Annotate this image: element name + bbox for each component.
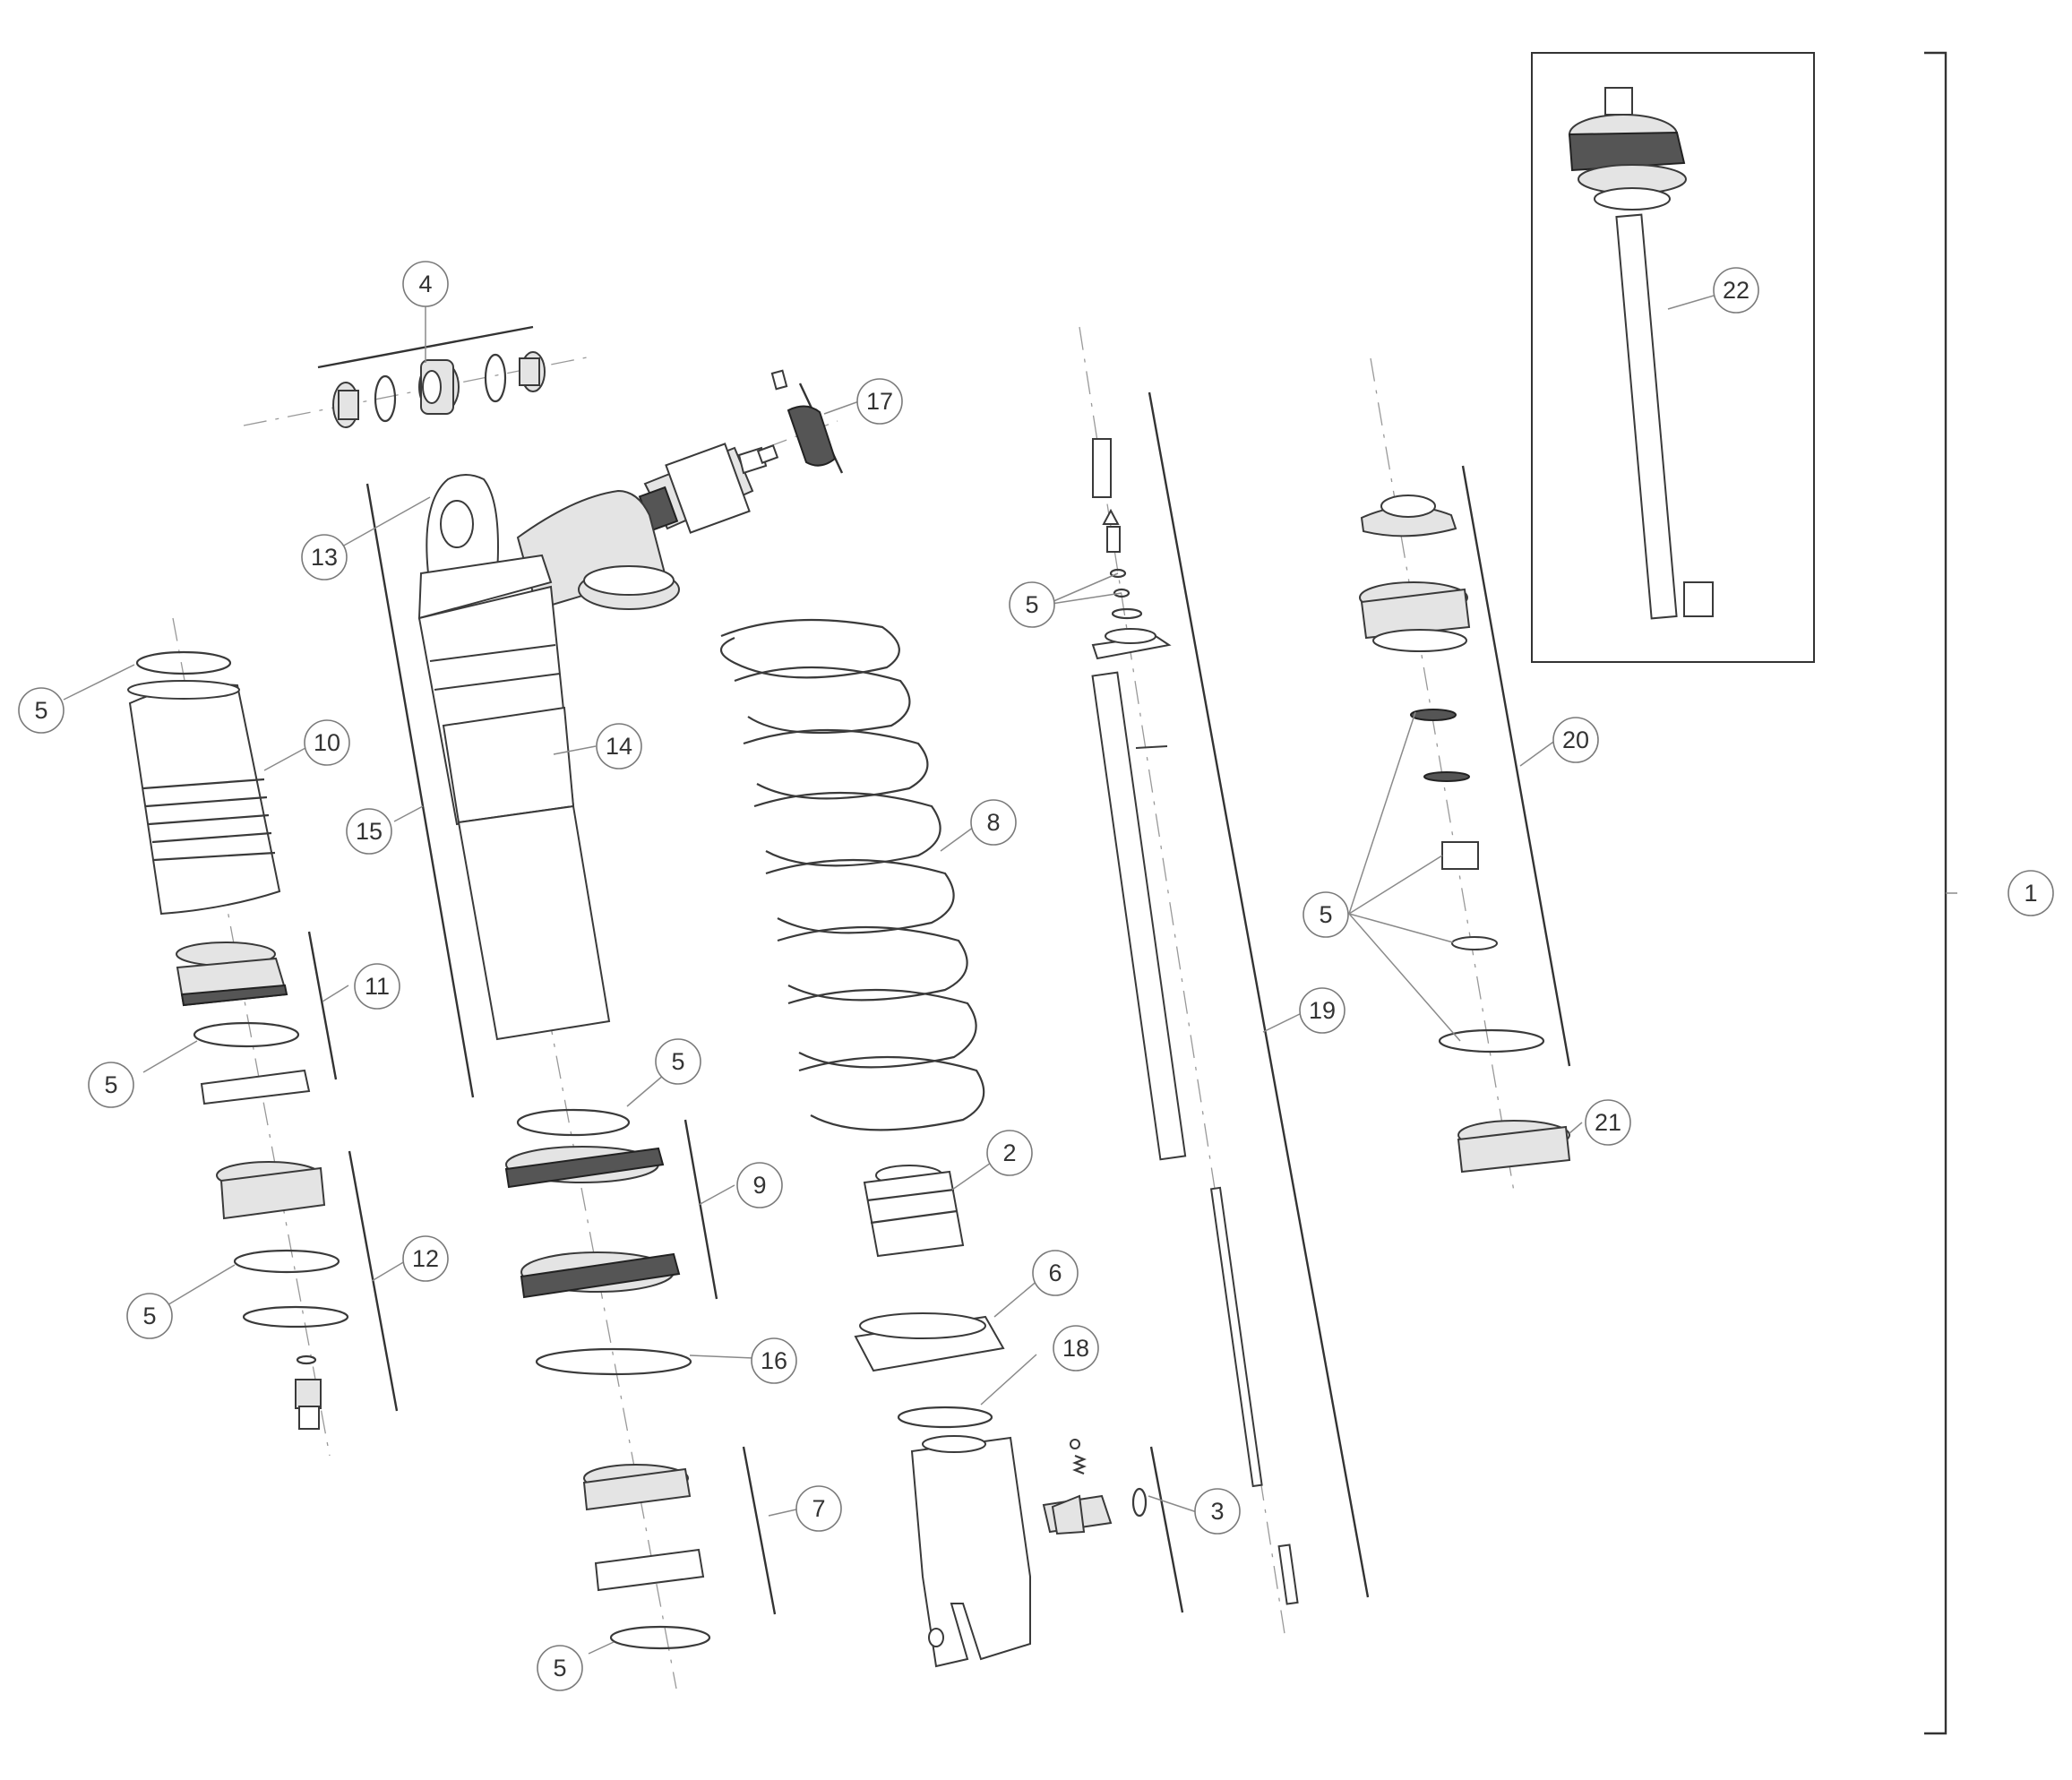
part-16-ring <box>535 1347 692 1376</box>
callout-5-preload: 5 <box>655 1038 701 1085</box>
callout-12-label: 12 <box>412 1245 439 1272</box>
callout-1-label: 1 <box>2024 880 2037 907</box>
part-21-ring <box>1457 1120 1571 1174</box>
part-7-piston <box>582 1464 711 1650</box>
part-22-cartridge <box>1568 87 1714 620</box>
part-3-fitting <box>1042 1439 1148 1535</box>
callout-21: 21 <box>1585 1099 1631 1146</box>
callout-3: 3 <box>1194 1488 1241 1535</box>
callout-2: 2 <box>986 1130 1033 1176</box>
group-line-11 <box>307 931 338 1080</box>
callout-5-boot-ring: 5 <box>18 687 64 734</box>
group-line-9 <box>684 1119 718 1300</box>
callout-12: 12 <box>402 1235 449 1282</box>
part-9-preload-rings <box>504 1108 681 1299</box>
callout-20: 20 <box>1552 717 1599 763</box>
callout-2-label: 2 <box>1002 1139 1016 1166</box>
callout-15-label: 15 <box>356 818 383 845</box>
callout-1: 1 <box>2008 870 2054 916</box>
callout-22: 22 <box>1713 267 1759 314</box>
callout-8-label: 8 <box>986 809 1000 836</box>
callout-19-label: 19 <box>1309 997 1336 1024</box>
part-18-washer <box>897 1406 993 1429</box>
callout-9-label: 9 <box>752 1172 766 1199</box>
part-17-valve <box>638 369 837 534</box>
callout-4: 4 <box>402 261 449 307</box>
callout-16-label: 16 <box>761 1347 787 1374</box>
callout-5-label: 5 <box>671 1048 684 1075</box>
callout-5-label: 5 <box>1319 901 1332 928</box>
group-lines <box>307 51 1947 1735</box>
group-line-19 <box>1148 391 1370 1598</box>
part-11-seal-head <box>176 942 311 1105</box>
callout-19: 19 <box>1299 987 1346 1034</box>
part-20-cap <box>1359 494 1545 1053</box>
part-12-piston <box>216 1161 349 1430</box>
part-6-spring-seat <box>854 1312 1005 1372</box>
callout-5-label: 5 <box>104 1071 117 1098</box>
callout-3-label: 3 <box>1210 1498 1224 1525</box>
callout-5-label: 5 <box>34 697 47 724</box>
bracket-1 <box>1924 51 1947 1735</box>
part-13-14-15-shock-body <box>417 474 680 1041</box>
callout-8: 8 <box>970 799 1017 846</box>
callout-14-label: 14 <box>606 733 632 760</box>
part-19-shaft <box>1091 438 1299 1605</box>
callout-15: 15 <box>346 808 392 855</box>
group-line-12 <box>348 1150 399 1412</box>
group-line-7 <box>742 1446 777 1615</box>
callout-5-label: 5 <box>553 1655 566 1681</box>
callout-22-label: 22 <box>1723 277 1750 304</box>
leader-lines <box>63 295 1957 1655</box>
callout-13: 13 <box>301 534 348 580</box>
callout-4-label: 4 <box>418 271 432 297</box>
callout-6-label: 6 <box>1048 1260 1062 1286</box>
callouts: 1 2 3 4 5 5 5 5 5 5 5 5 6 7 8 9 10 11 12… <box>18 261 2054 1691</box>
callout-21-label: 21 <box>1595 1109 1621 1136</box>
callout-17-label: 17 <box>866 388 893 415</box>
callout-9: 9 <box>736 1162 783 1208</box>
assembly-22-box <box>1531 52 1815 663</box>
callout-5-seal-head: 5 <box>88 1062 134 1108</box>
callout-7-label: 7 <box>812 1495 825 1522</box>
callout-14: 14 <box>596 723 642 770</box>
callout-7: 7 <box>795 1485 842 1532</box>
callout-11-label: 11 <box>365 973 390 1000</box>
callout-10-label: 10 <box>314 729 340 756</box>
callout-10: 10 <box>304 719 350 766</box>
callout-5-label: 5 <box>142 1303 156 1329</box>
group-line-3 <box>1149 1446 1184 1613</box>
part-2-bump-stop <box>863 1165 965 1258</box>
callout-18: 18 <box>1053 1325 1099 1372</box>
callout-13-label: 13 <box>311 544 338 571</box>
callout-16: 16 <box>751 1337 797 1384</box>
callout-5-reservoir: 5 <box>1303 891 1349 938</box>
callout-17: 17 <box>856 378 903 425</box>
callout-18-label: 18 <box>1062 1335 1089 1362</box>
part-4-bushing-set <box>332 351 546 428</box>
callout-5-piston: 5 <box>126 1293 173 1339</box>
callout-20-label: 20 <box>1562 727 1589 753</box>
part-10-dust-boot <box>127 650 281 916</box>
callout-5-shaft: 5 <box>1009 581 1055 628</box>
group-line-20 <box>1461 465 1571 1067</box>
callout-5-label: 5 <box>1025 591 1038 618</box>
callout-11: 11 <box>354 963 400 1010</box>
callout-6: 6 <box>1032 1250 1079 1296</box>
callout-5-bottom: 5 <box>537 1645 583 1691</box>
part-8-coil-spring <box>719 618 985 1131</box>
group-line-main-body <box>365 483 475 1098</box>
clevis-eyelet <box>910 1435 1031 1668</box>
